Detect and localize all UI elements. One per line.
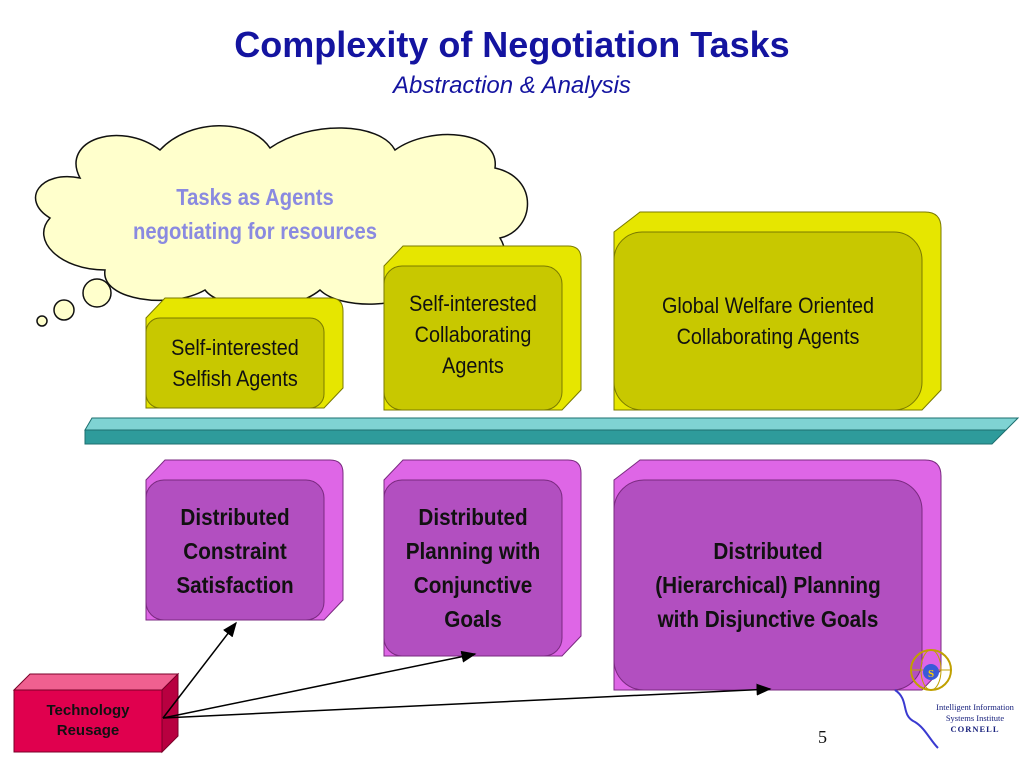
arrow-to-conjunctive [162,650,477,719]
agent-box-1-line-1: Self-interested [171,335,299,360]
planning-box-3-line-1: Distributed [713,538,823,564]
planning-box-1-line-3: Satisfaction [176,572,294,598]
planning-box-2-line-4: Goals [444,606,502,632]
agent-box-2-line-2: Collaborating [414,322,532,347]
logo-line-3: CORNELL [950,724,1000,734]
agent-box-1-line-2: Selfish Agents [172,366,298,391]
logo-line-2: Systems Institute [945,713,1005,723]
agent-box-3-label: Global Welfare Oriented Collaborating Ag… [629,290,906,354]
planning-box-3-line-2: (Hierarchical) Planning [655,572,881,598]
cloud-label-line-1: Tasks as Agents [176,184,334,210]
arrow-to-constraint [162,621,237,719]
divider-bar [84,417,1020,445]
agent-box-2-label: Self-interested Collaborating Agents [393,288,553,384]
planning-box-2-line-1: Distributed [418,504,528,530]
planning-box-1-line-1: Distributed [180,504,290,530]
technology-box-label: Technology Reusage [14,690,162,752]
agent-box-2 [383,245,582,411]
technology-box-line-1: Technology [46,702,130,719]
planning-box-3 [613,459,942,691]
cloud-label: Tasks as Agents negotiating for resource… [119,180,392,248]
thought-bubble-large [82,278,112,308]
page-number: 5 [818,727,827,747]
cloud-label-line-2: negotiating for resources [132,218,378,244]
planning-box-2 [383,459,582,657]
svg-text:S: S [928,668,934,680]
planning-box-1 [145,459,344,621]
institute-logo: S [894,649,952,749]
agent-box-3 [613,211,942,411]
planning-box-1-label: Distributed Constraint Satisfaction [155,500,315,604]
planning-box-3-label: Distributed (Hierarchical) Planning with… [629,534,906,638]
agent-box-3-line-2: Collaborating Agents [676,324,860,349]
planning-box-2-label: Distributed Planning with Conjunctive Go… [393,500,553,640]
agent-box-3-line-1: Global Welfare Oriented [661,293,875,318]
logo-line-1: Intelligent Information [936,702,1014,712]
agent-box-1-label: Self-interested Selfish Agents [155,318,315,408]
planning-box-3-line-3: with Disjunctive Goals [657,606,879,632]
technology-box [12,672,180,754]
planning-box-1-line-2: Constraint [183,538,287,564]
technology-box-line-2: Reusage [56,722,120,739]
logo-river [894,689,939,749]
page-title: Complexity of Negotiation Tasks [234,24,790,65]
agent-box-2-line-3: Agents [442,353,504,378]
agent-box-1 [145,297,344,409]
planning-box-2-line-2: Planning with [405,538,541,564]
thought-bubble-medium [53,299,75,321]
planning-box-2-line-3: Conjunctive [413,572,533,598]
thought-bubble-small [36,315,48,327]
logo-seal [923,664,939,680]
page-subtitle: Abstraction & Analysis [393,72,631,99]
agent-box-2-line-1: Self-interested [409,291,537,316]
institute-logo-text: Intelligent Information Systems Institut… [928,702,1022,735]
arrow-to-disjunctive [162,683,772,719]
